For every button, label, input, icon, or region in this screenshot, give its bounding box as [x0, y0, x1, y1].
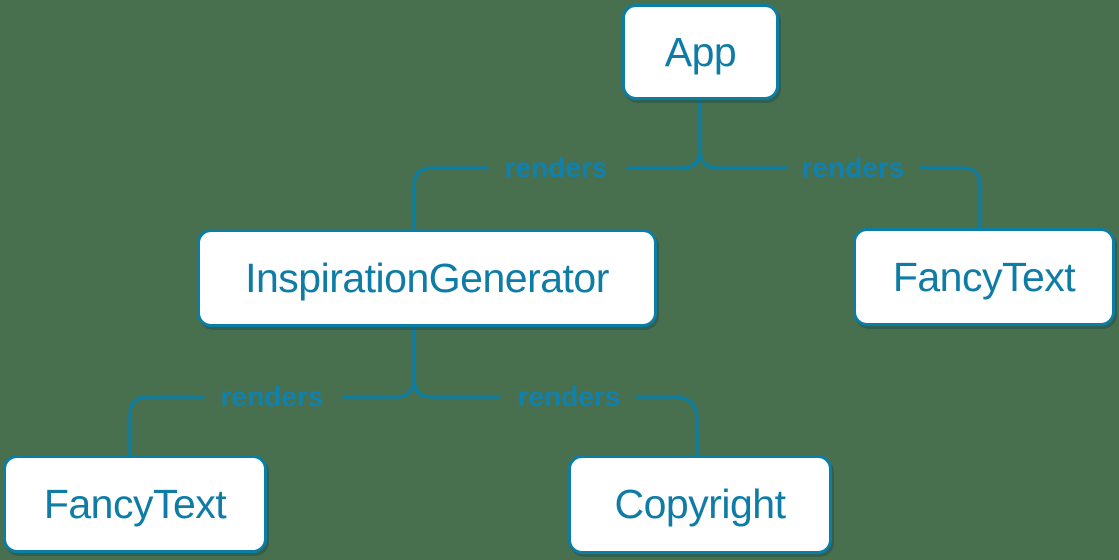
- node-fancy-text-top-label: FancyText: [892, 253, 1076, 300]
- node-fancy-text-bottom: FancyText: [3, 455, 267, 553]
- node-inspiration-generator-label: InspirationGenerator: [245, 254, 609, 301]
- node-app: App: [622, 4, 779, 100]
- node-fancy-text-top: FancyText: [853, 228, 1115, 326]
- edge-inspirationgenerator-copyright-segment-b: [635, 395, 699, 457]
- edge-label-app-inspirationgenerator: renders: [504, 152, 608, 183]
- edge-app-inspirationgenerator-segment-a: [626, 98, 702, 170]
- edge-label-inspirationgenerator-fancytext: renders: [220, 381, 324, 412]
- edge-app-inspirationgenerator-segment-b: [412, 166, 489, 231]
- edge-app-fancytext-segment-a: [698, 98, 788, 170]
- edge-inspirationgenerator-fancytext-segment-b: [128, 395, 205, 457]
- edge-label-app-fancytext: renders: [801, 152, 905, 183]
- edge-app-fancytext-segment-b: [919, 166, 982, 230]
- edge-inspirationgenerator-copyright-segment-a: [412, 325, 501, 399]
- node-fancy-text-bottom-label: FancyText: [43, 480, 227, 527]
- node-copyright-label: Copyright: [614, 481, 786, 527]
- edge-inspirationgenerator-fancytext-segment-a: [342, 325, 416, 399]
- node-app-label: App: [664, 28, 737, 75]
- node-copyright: Copyright: [568, 455, 832, 554]
- edge-label-inspirationgenerator-copyright: renders: [517, 381, 621, 412]
- node-inspiration-generator: InspirationGenerator: [197, 229, 657, 327]
